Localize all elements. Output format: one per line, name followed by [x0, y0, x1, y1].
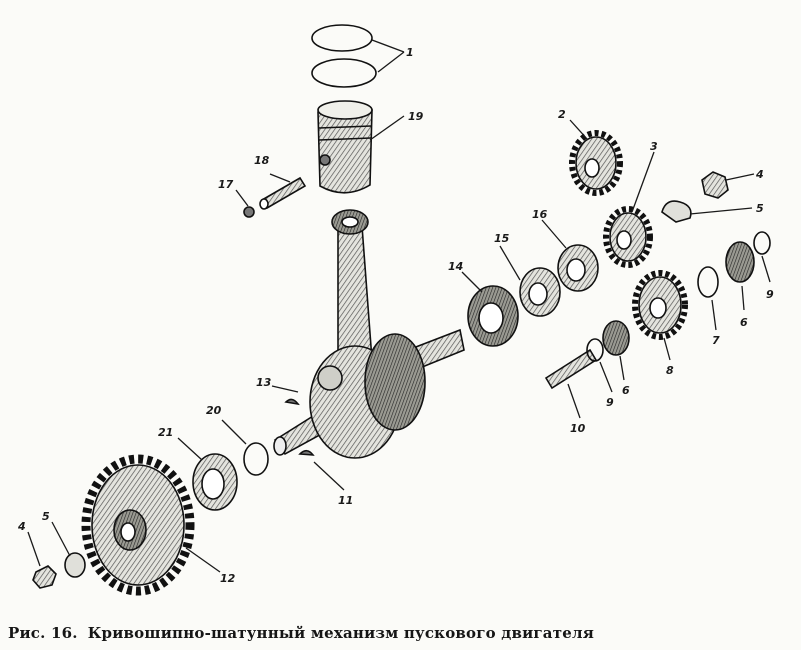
label-15: 15	[494, 232, 510, 245]
needle-bearing-6-right	[725, 241, 755, 283]
leader-lines	[27, 39, 771, 573]
piston-rings	[311, 24, 377, 88]
bearing-14	[467, 285, 519, 347]
label-17: 17	[218, 178, 234, 191]
shaft-10	[544, 348, 598, 390]
gear-3	[603, 206, 653, 268]
tab-washer-5	[661, 200, 692, 223]
connecting-rod	[331, 209, 373, 361]
callout-labels: 1 19 18 17 2 3 4 5 16 15 14 9 6 7 8 6 9 …	[17, 46, 774, 585]
label-7: 7	[712, 334, 720, 347]
label-4-right: 4	[755, 168, 764, 181]
washer-9-right	[753, 231, 771, 255]
snap-ring-7	[697, 266, 719, 298]
needle-bearing-6-middle	[602, 320, 630, 356]
label-9-middle: 9	[606, 396, 614, 409]
label-4-left: 4	[17, 520, 26, 533]
label-5-left: 5	[42, 510, 50, 523]
washer-5-left	[64, 552, 86, 578]
piston	[317, 100, 373, 194]
label-6-middle: 6	[622, 384, 630, 397]
key-11	[298, 449, 315, 456]
crankshaft	[273, 328, 465, 459]
key-13	[284, 398, 300, 406]
label-12: 12	[220, 572, 236, 585]
label-20: 20	[206, 404, 222, 417]
label-10: 10	[570, 422, 586, 435]
nut-4-left	[32, 565, 57, 589]
label-13: 13	[256, 376, 272, 389]
bearing-15	[519, 267, 561, 317]
label-18: 18	[254, 154, 270, 167]
label-5-right: 5	[756, 202, 764, 215]
label-19: 19	[408, 110, 424, 123]
caption-title: Кривошипно-шатунный механизм пускового д…	[87, 624, 595, 642]
ring-20	[243, 442, 269, 476]
label-21: 21	[158, 426, 173, 439]
label-1: 1	[406, 46, 414, 59]
gear-2	[569, 130, 623, 196]
label-2: 2	[558, 108, 566, 121]
label-6-right: 6	[740, 316, 748, 329]
gear-12	[81, 454, 195, 596]
caption-prefix: Рис. 16.	[8, 624, 78, 642]
label-16: 16	[532, 208, 548, 221]
label-11: 11	[338, 494, 353, 507]
label-9-right: 9	[766, 288, 774, 301]
figure-caption: Рис. 16. Кривошипно-шатунный механизм пус…	[8, 624, 788, 642]
label-14: 14	[448, 260, 463, 273]
label-3: 3	[650, 140, 658, 153]
circlip	[243, 206, 255, 218]
bearing-21	[192, 453, 238, 511]
piston-pin	[259, 176, 307, 210]
bearing-16	[557, 244, 599, 292]
label-8: 8	[666, 364, 674, 377]
washer-9-middle	[586, 338, 604, 362]
nut-4-right	[701, 171, 729, 199]
gear-8	[632, 270, 688, 340]
